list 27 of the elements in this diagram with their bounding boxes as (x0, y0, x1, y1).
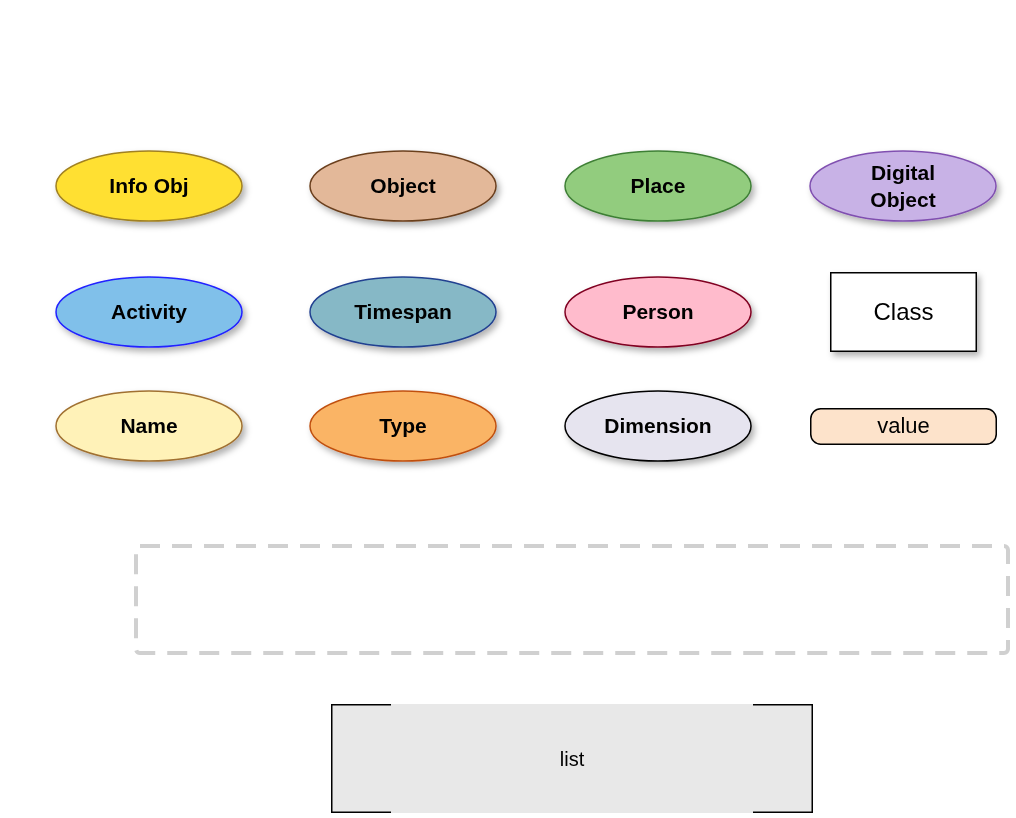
class-box (830, 272, 977, 352)
ellipse-node (309, 150, 497, 222)
ellipse-node (309, 276, 497, 348)
ellipse-node (55, 150, 243, 222)
dashed-box (134, 544, 1010, 655)
ellipse-node (55, 390, 243, 462)
node-label: Dimension (604, 413, 712, 440)
node-label: Info Obj (109, 173, 189, 200)
node-label: value (877, 412, 930, 441)
ellipse-node (55, 276, 243, 348)
ellipse-node (564, 150, 752, 222)
node-label: Activity (111, 299, 187, 326)
node-label: Class (873, 297, 934, 328)
node-label: Digital Object (869, 159, 937, 213)
node-label: Timespan (354, 299, 452, 326)
node-label: Type (379, 413, 427, 440)
ellipse-node (809, 150, 997, 222)
ellipse-node (564, 276, 752, 348)
node-label: Name (120, 413, 178, 440)
ellipse-node (309, 390, 497, 462)
ellipse-node (564, 390, 752, 462)
node-label: Place (630, 173, 686, 200)
node-label: Person (622, 299, 694, 326)
node-label: Object (370, 173, 436, 200)
list-box (331, 704, 813, 813)
node-label: list (559, 746, 585, 772)
value-pill (810, 408, 997, 445)
